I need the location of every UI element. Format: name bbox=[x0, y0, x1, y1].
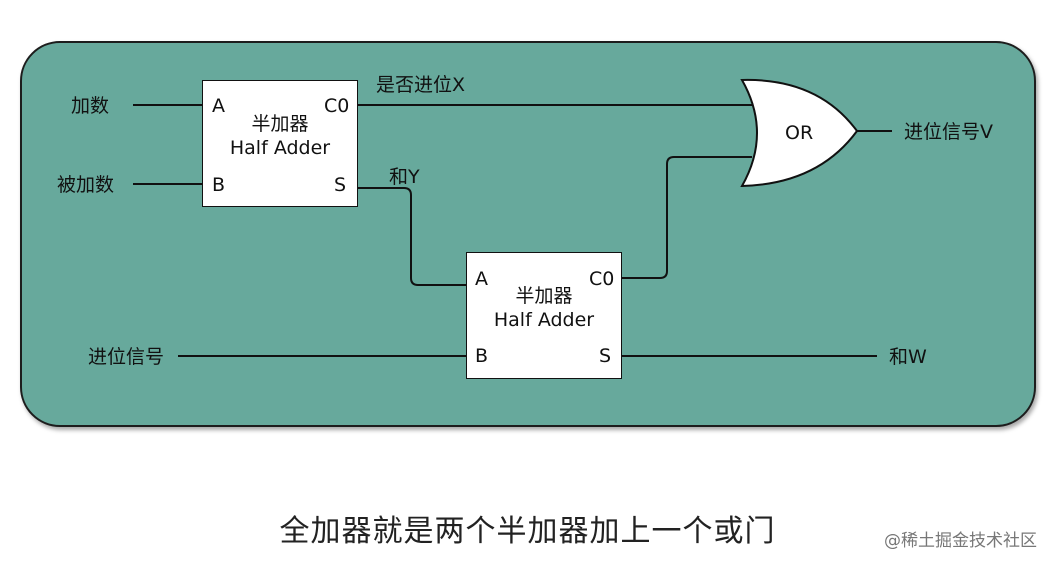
caption: 全加器就是两个半加器加上一个或门 bbox=[279, 514, 776, 549]
ha1-title-cn: 半加器 bbox=[251, 113, 309, 135]
ha2-title-cn: 半加器 bbox=[515, 285, 573, 307]
or-gate bbox=[740, 78, 859, 188]
ha2-port-c0: C0 bbox=[589, 268, 615, 290]
ha2-port-a: A bbox=[475, 268, 488, 290]
watermark: @稀土掘金技术社区 bbox=[884, 531, 1037, 551]
ha1-port-c0: C0 bbox=[324, 95, 350, 117]
input-augend-label: 被加数 bbox=[57, 174, 115, 196]
signal-carry-x: 是否进位X bbox=[376, 74, 466, 96]
ha1-port-s: S bbox=[334, 174, 347, 196]
signal-sum-w: 和W bbox=[889, 346, 927, 368]
wire-carry-2 bbox=[621, 156, 752, 279]
half-adder-2 bbox=[466, 252, 622, 379]
ha1-title-en: Half Adder bbox=[229, 137, 331, 159]
ha1-port-b: B bbox=[212, 174, 226, 196]
signal-carry-v: 进位信号V bbox=[904, 121, 993, 143]
or-gate-label: OR bbox=[785, 122, 814, 144]
ha2-title-en: Half Adder bbox=[493, 309, 595, 331]
signal-sum-y: 和Y bbox=[389, 166, 420, 188]
ha1-port-a: A bbox=[212, 95, 225, 117]
wire-sum-y bbox=[357, 187, 467, 286]
ha2-port-s: S bbox=[599, 345, 612, 367]
ha2-port-b: B bbox=[475, 345, 489, 367]
input-carry-in-label: 进位信号 bbox=[88, 346, 165, 368]
input-addend-label: 加数 bbox=[71, 95, 110, 117]
half-adder-1 bbox=[202, 80, 358, 207]
